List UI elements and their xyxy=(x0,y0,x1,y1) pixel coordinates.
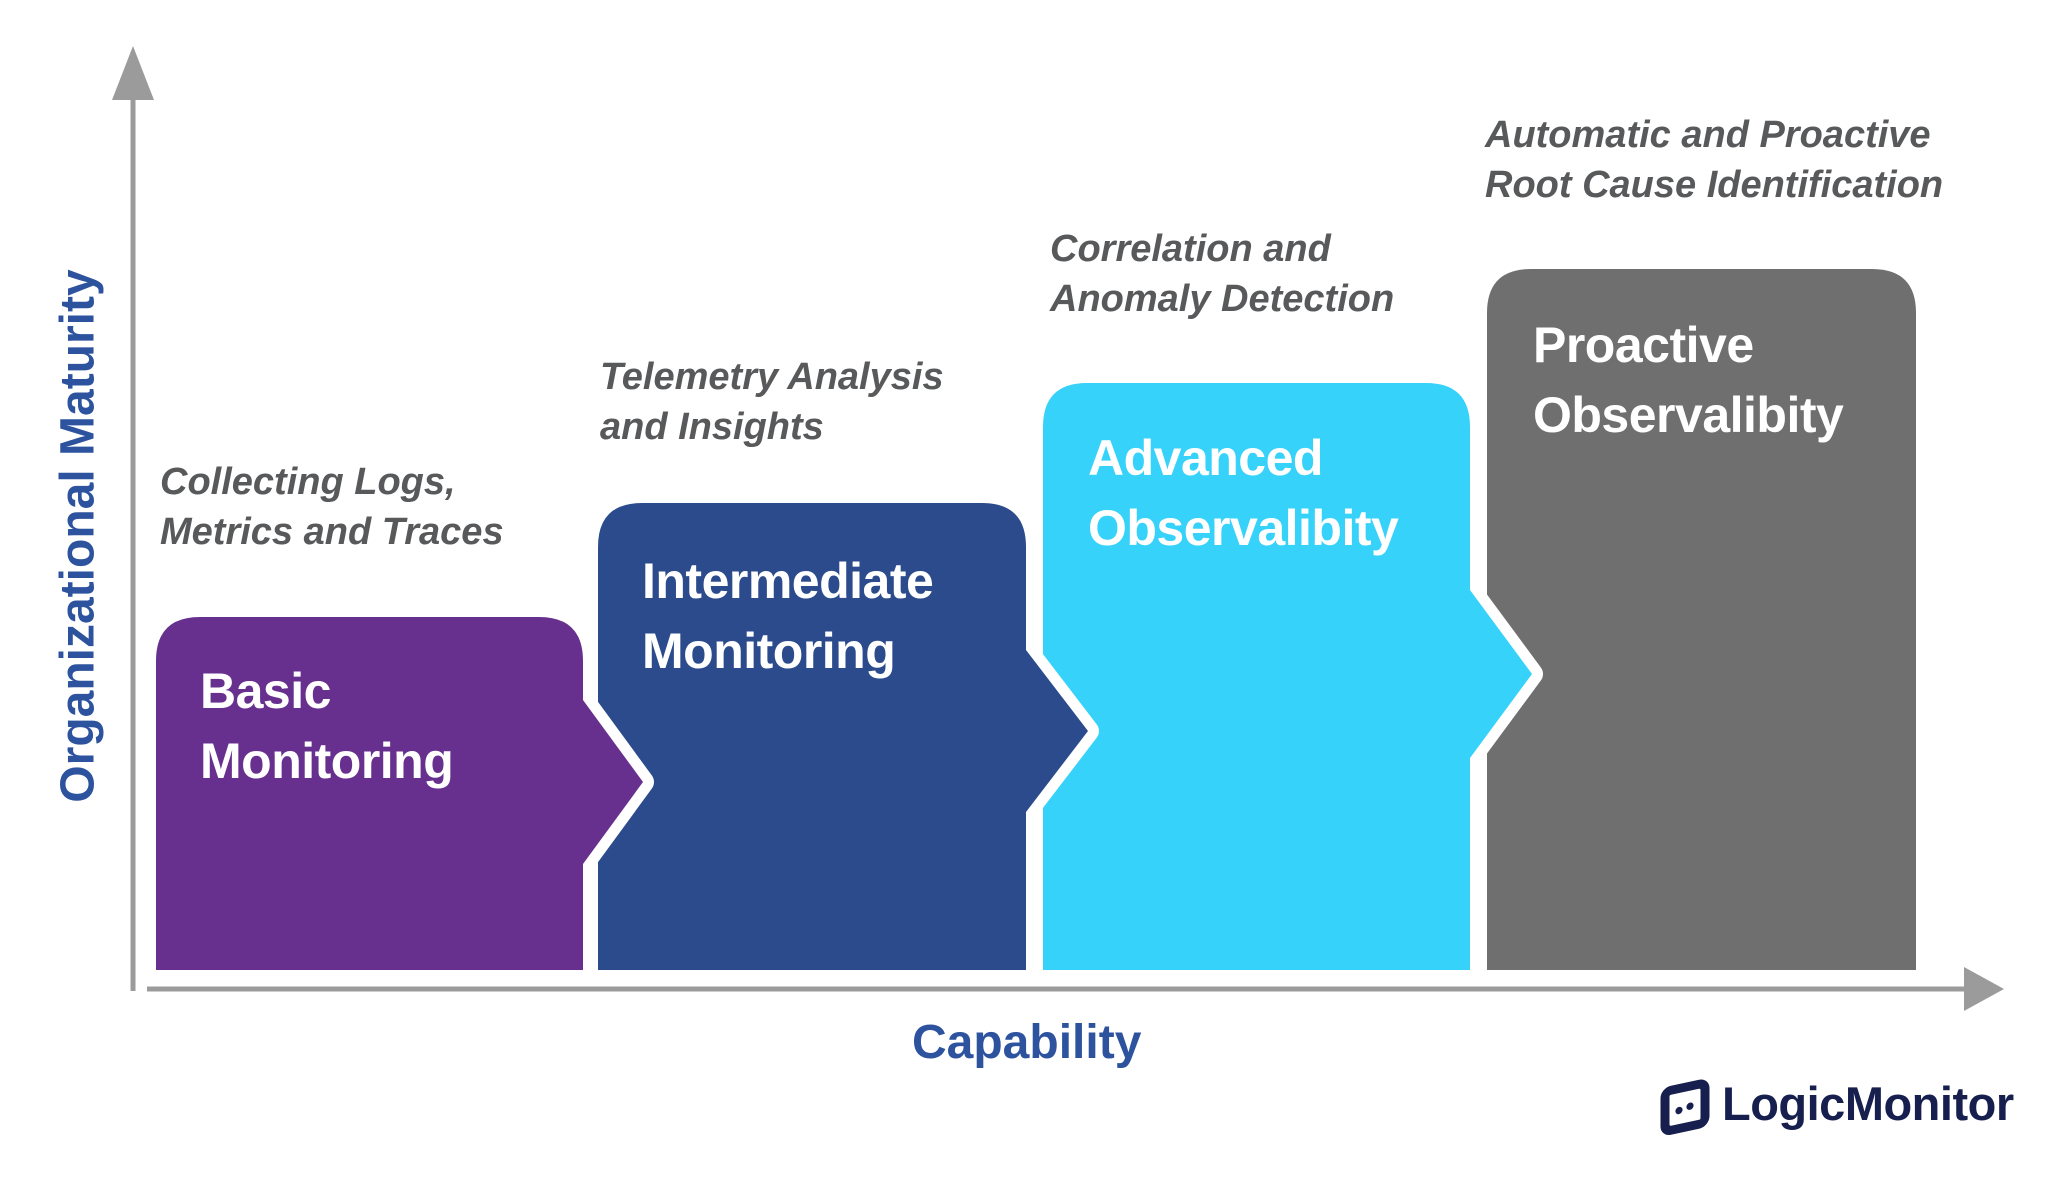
annotation-intermediate-monitoring: Telemetry Analysis and Insights xyxy=(600,352,944,452)
stage-title-line: Monitoring xyxy=(200,733,454,789)
y-axis-arrow-icon xyxy=(112,46,154,100)
annotation-line: Collecting Logs, xyxy=(160,461,456,503)
annotation-line: Anomaly Detection xyxy=(1050,278,1395,320)
annotation-basic-monitoring: Collecting Logs, Metrics and Traces xyxy=(160,457,504,557)
stage-title-line: Monitoring xyxy=(642,623,896,679)
x-axis-label: Capability xyxy=(912,1016,1142,1069)
logo-wordmark: LogicMonitor xyxy=(1722,1076,2014,1130)
annotation-line: Telemetry Analysis xyxy=(600,356,944,398)
x-axis-arrow-icon xyxy=(1964,967,2004,1011)
annotation-proactive-observability: Automatic and Proactive Root Cause Ident… xyxy=(1485,110,1943,210)
stage-shape-basic-monitoring xyxy=(145,606,654,981)
stage-shape-proactive-observability xyxy=(1476,258,1927,981)
stage-shape-advanced-observability xyxy=(1032,372,1543,981)
stage-shape-intermediate-monitoring xyxy=(587,492,1099,981)
stage-title-advanced-observability: Advanced Observalibity xyxy=(1088,423,1399,563)
logicmonitor-icon xyxy=(1660,1079,1710,1135)
stage-title-line: Observalibity xyxy=(1533,387,1844,443)
y-axis-label: Organizational Maturity xyxy=(51,269,105,803)
annotation-advanced-observability: Correlation and Anomaly Detection xyxy=(1050,224,1394,324)
stage-title-line: Observalibity xyxy=(1088,500,1399,556)
annotation-line: Root Cause Identification xyxy=(1485,164,1944,206)
annotation-line: and Insights xyxy=(600,406,824,448)
stage-title-proactive-observability: Proactive Observalibity xyxy=(1533,310,1844,450)
annotation-line: Metrics and Traces xyxy=(160,511,504,553)
stage-title-intermediate-monitoring: Intermediate Monitoring xyxy=(642,546,934,686)
logicmonitor-logo: LogicMonitor xyxy=(1658,1070,2014,1136)
stage-title-basic-monitoring: Basic Monitoring xyxy=(200,656,454,796)
stage-title-line: Intermediate xyxy=(642,553,934,609)
stage-title-line: Proactive xyxy=(1533,317,1754,373)
annotation-line: Automatic and Proactive xyxy=(1485,114,1931,156)
stage-title-line: Basic xyxy=(200,663,331,719)
stage-title-line: Advanced xyxy=(1088,430,1323,486)
annotation-line: Correlation and xyxy=(1050,228,1331,270)
